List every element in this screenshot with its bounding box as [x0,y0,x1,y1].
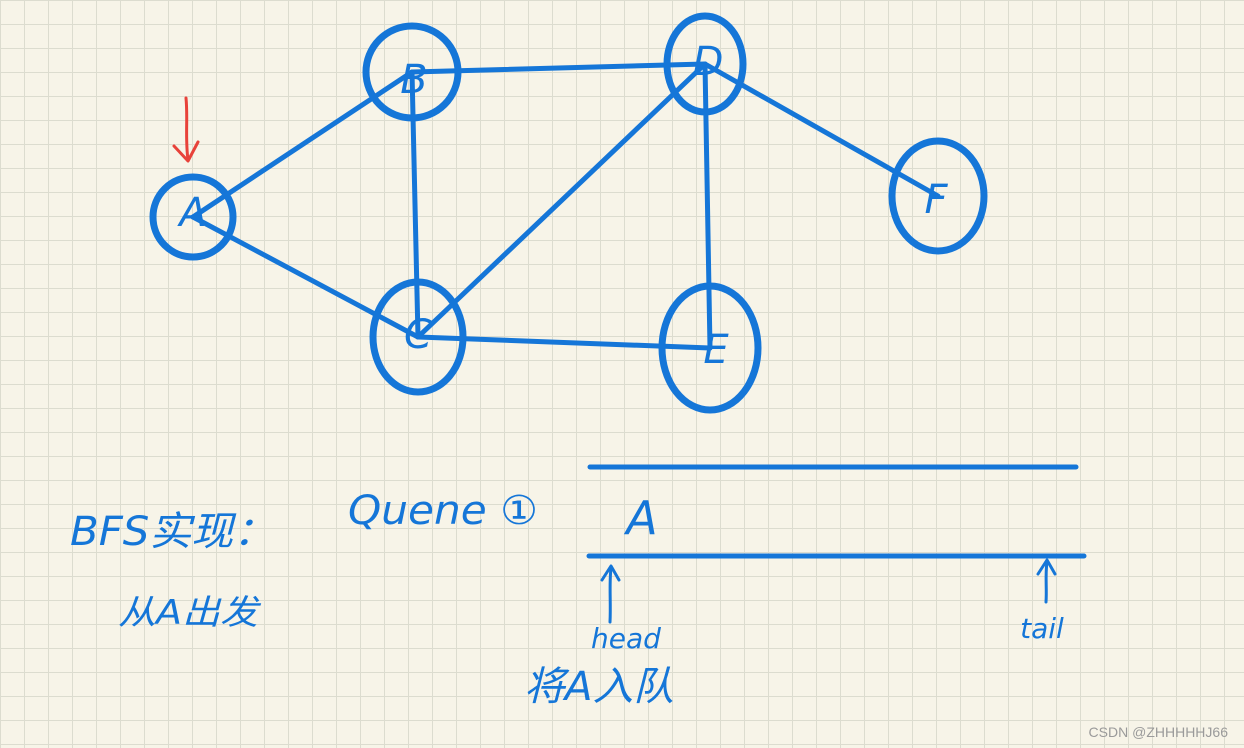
start-arrow-icon [172,96,200,163]
head-label: head [591,622,661,655]
head-pointer: head [591,564,661,655]
node-b: B [362,22,462,122]
node-e: E [658,282,762,414]
queue-label: Quene ① [348,488,538,534]
edge-d-e [702,61,713,351]
node-d-label: D [693,39,724,85]
queue: A [586,464,1087,559]
graph-nodes: A B C D E F [149,12,988,414]
node-f: F [888,137,988,255]
bfs-title: BFS实现： [70,509,275,555]
tail-pointer: tail [1020,558,1064,645]
graph-edges [190,61,941,351]
node-e-label: E [703,327,729,373]
tail-arrow-icon [1036,558,1057,604]
node-c-label: C [404,312,432,358]
tail-label: tail [1020,612,1064,645]
node-b-label: B [400,57,427,103]
node-a-label: A [176,190,206,236]
node-f-label: F [924,177,948,223]
node-a: A [149,173,237,261]
watermark: CSDN @ZHHHHHJ66 [1088,724,1228,740]
node-d: D [663,12,747,116]
edge-c-d [415,61,708,340]
edge-b-c [409,69,421,340]
start-from-note: 从A出发 [118,593,261,633]
action-note: 将A入队 [524,664,674,710]
head-arrow-icon [600,564,621,624]
queue-item-a: A [623,491,657,545]
node-c: C [369,278,467,396]
